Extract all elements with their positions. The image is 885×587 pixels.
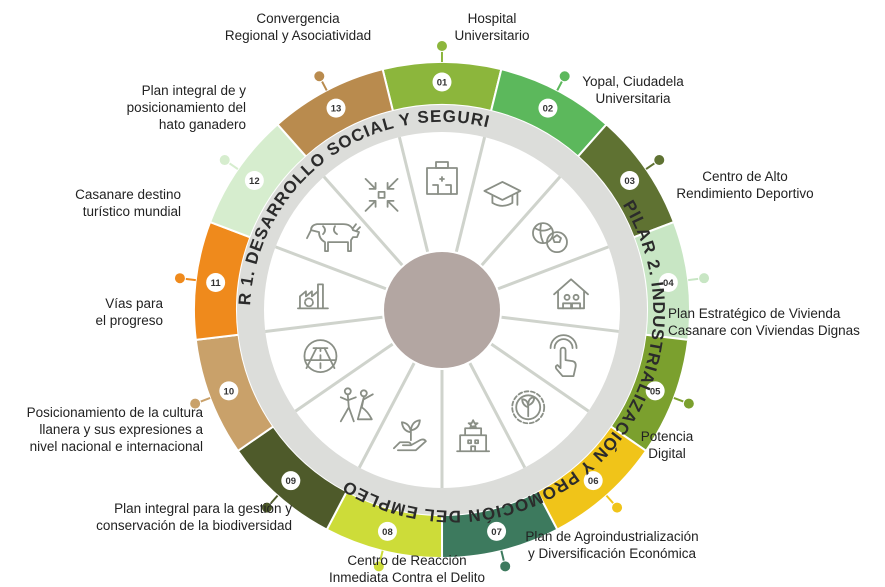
leader-dot-12 (218, 154, 231, 167)
spoke (490, 342, 590, 413)
cow-icon (306, 223, 361, 253)
number-badge (432, 72, 452, 92)
factory-gear-icon (297, 283, 329, 310)
graduation-cap-icon (483, 180, 522, 207)
number-badge (244, 170, 264, 190)
leader-dot-03 (653, 154, 666, 167)
spoke (501, 315, 619, 333)
leader-dot-09 (260, 501, 273, 514)
number-badge (377, 521, 397, 541)
number-badge (326, 98, 346, 118)
segment-number-13: 13 (331, 104, 342, 115)
leader-dot-11 (173, 272, 186, 285)
number-badge (487, 521, 507, 541)
spoke (480, 175, 562, 267)
spoke (265, 315, 383, 333)
segment-number-12: 12 (249, 176, 260, 187)
leader-dot-05 (682, 397, 695, 410)
center-hub (384, 252, 500, 368)
spoke (294, 342, 394, 413)
leader-dot-01 (435, 40, 448, 52)
sports-balls-icon (532, 222, 568, 254)
leader-dot-02 (558, 70, 571, 83)
spoke (454, 136, 487, 253)
segment-number-04: 04 (663, 278, 674, 289)
hospital-icon (426, 161, 458, 195)
leader-dot-10 (189, 397, 202, 410)
dancers-icon (339, 387, 374, 423)
number-badge (281, 471, 301, 491)
plant-hand-icon (392, 419, 427, 452)
spoke (357, 362, 416, 469)
spoke (497, 245, 609, 291)
spoke (397, 136, 430, 253)
segment-number-10: 10 (224, 386, 235, 397)
segment-number-02: 02 (543, 104, 554, 115)
number-badge (658, 273, 678, 293)
leader-dot-13 (313, 70, 326, 83)
road-icon (303, 339, 338, 374)
segment-number-11: 11 (211, 278, 222, 289)
leader-dot-04 (698, 272, 711, 285)
segment-number-05: 05 (650, 386, 661, 397)
leader-dot-08 (372, 560, 385, 573)
arrows-converge-icon (364, 177, 399, 212)
house-family-icon (553, 278, 589, 310)
police-building-icon (456, 419, 491, 453)
spoke (275, 245, 387, 291)
leader-dot-06 (611, 501, 624, 514)
segment-number-09: 09 (286, 476, 297, 487)
spoke (468, 362, 527, 469)
number-badge (206, 273, 226, 293)
segment-number-06: 06 (588, 476, 599, 487)
segment-number-08: 08 (382, 527, 393, 538)
segment-number-03: 03 (624, 176, 635, 187)
number-badge (620, 170, 640, 190)
segment-number-01: 01 (437, 78, 448, 89)
segment-number-07: 07 (491, 527, 502, 538)
number-badge (645, 381, 665, 401)
number-badge (583, 471, 603, 491)
spoke (322, 175, 404, 267)
leader-dot-07 (499, 560, 512, 573)
agro-gear-icon (511, 390, 546, 425)
touch-hand-icon (549, 334, 578, 377)
number-badge (219, 381, 239, 401)
number-badge (538, 98, 558, 118)
